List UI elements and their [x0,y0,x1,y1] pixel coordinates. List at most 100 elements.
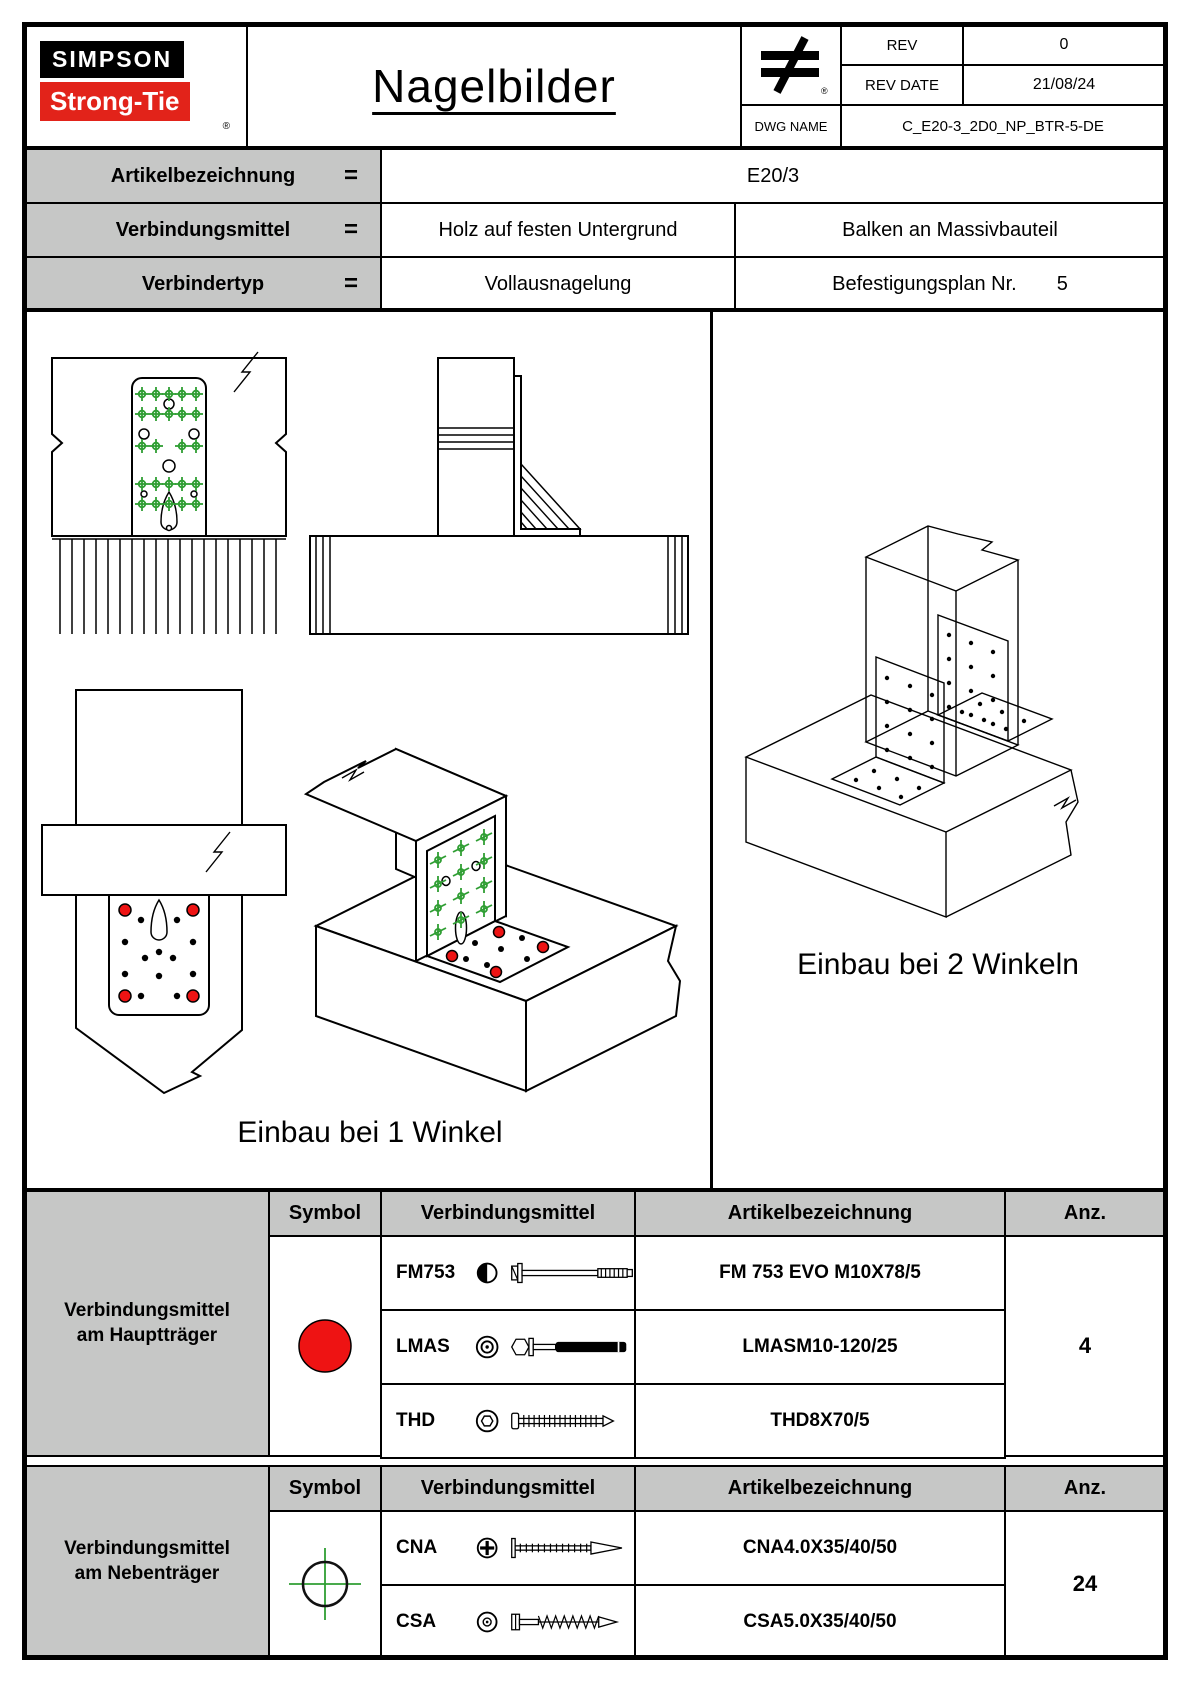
neben-header-article: Artikelbezeichnung [634,1465,1006,1512]
symbol-cell: ® [740,24,842,106]
drawing-panel-divider [710,310,713,1190]
haupt-header-article: Artikelbezeichnung [634,1190,1006,1237]
neben-group-label: Verbindungsmittel am Nebenträger [64,1537,230,1584]
rev-date-value: 21/08/24 [1032,76,1096,93]
haupt-qty-value: 4 [1078,1333,1092,1358]
fastening-plan-number: 5 [1056,272,1068,295]
cna-nail-icon [511,1537,623,1559]
flange-holes [463,935,530,968]
spec-row3-equals: = [343,270,358,297]
fm753-bolt-icon [511,1262,633,1284]
neben-symbol-cell [268,1510,382,1658]
spec-row3-right-cell: Befestigungsplan Nr. 5 [734,256,1166,312]
fm753-head-icon [476,1262,498,1284]
red-anchor-symbol-icon [298,1319,352,1373]
bracket-plate [426,814,496,958]
crossing-beam [41,824,287,896]
spec-row3-label-cell: Verbindertyp = [24,256,382,312]
post-section [437,357,515,537]
dwg-name-value-cell: C_E20-3_2D0_NP_BTR-5-DE [840,104,1166,148]
drawing-table-separator [24,1188,1166,1191]
beam-top-face [303,747,509,843]
lmas-anchor-icon [510,1337,627,1357]
concrete-right-face [525,924,682,1093]
ledge-top-face [744,694,1073,833]
csa-screw-icon [511,1613,620,1631]
break-symbol [1053,796,1077,810]
article-cell-thd: THD8X70/5 [634,1383,1006,1459]
dwg-name-value: C_E20-3_2D0_NP_BTR-5-DE [902,117,1104,135]
side-view-drawing [309,357,689,635]
neben-qty-value: 24 [1072,1571,1098,1596]
registered-mark: ® [222,120,230,132]
article-cell-csa: CSA5.0X35/40/50 [634,1584,1006,1660]
neben-header-qty: Anz. [1004,1465,1166,1512]
iso-one-bracket-drawing [303,747,682,1093]
haupt-symbol-cell [268,1235,382,1457]
bracket-b-flange [936,692,1054,742]
iso-two-brackets-drawing [744,525,1079,919]
fastener-row-thd: THD [380,1383,636,1459]
gusset [520,462,582,530]
rev-date-label-cell: REV DATE [840,64,964,106]
dwg-name-label-cell: DWG NAME [740,104,842,148]
beam-top-section [864,525,1020,592]
connection-context-value: Balken an Massivbauteil [842,218,1058,241]
haupt-group-cell: Verbindungsmittel am Hauptträger [24,1190,270,1457]
spec-row2-left-cell: Holz auf festen Untergrund [380,202,736,258]
spec-row2-equals: = [343,216,358,243]
green-nail-symbol-icon [289,1548,361,1620]
connector-type-value: Vollausnagelung [484,272,632,295]
thd-head-icon [475,1409,499,1433]
rev-date-value-cell: 21/08/24 [962,64,1166,106]
article-cell-lmas: LMASM10-120/25 [634,1309,1006,1385]
not-equal-logo-icon: ® [761,36,828,96]
neben-group-cell: Verbindungsmittel am Nebenträger [24,1465,270,1658]
caption-two-brackets: Einbau bei 2 Winkeln [797,948,1079,981]
spec-row1-equals: = [343,162,358,189]
neben-header-symbol: Symbol [268,1465,382,1512]
lmas-head-icon [475,1335,499,1359]
fastening-type-value: Holz auf festen Untergrund [438,218,678,241]
fastener-row-fm753: FM753 [380,1235,636,1311]
spec-row3-left-cell: Vollausnagelung [380,256,736,312]
svg-text:®: ® [821,86,828,96]
spec-row1-label-cell: Artikelbezeichnung = [24,148,382,204]
spec-row1-label: Artikelbezeichnung [110,164,296,187]
nail-holes [121,916,197,1000]
fastener-row-csa: CSA [380,1584,636,1660]
haupt-header-qty: Anz. [1004,1190,1166,1237]
rev-value-cell: 0 [962,24,1166,66]
haupt-qty-cell: 4 [1004,1235,1166,1457]
rev-label: REV [886,36,918,54]
bottom-view-drawing [41,689,287,1095]
bracket-profile [514,375,581,536]
haupt-header-symbol: Symbol [268,1190,382,1237]
fastening-plan-label: Befestigungsplan Nr. [832,272,1017,295]
ledge-right-face [945,769,1079,918]
rev-value: 0 [1059,36,1069,53]
article-designation-value: E20/3 [746,164,800,187]
article-cell-fm753: FM 753 EVO M10X78/5 [634,1235,1006,1311]
spec-row3-label: Verbindertyp [141,272,265,295]
caption-one-bracket: Einbau bei 1 Winkel [237,1116,503,1149]
break-symbol [205,831,231,873]
red-anchor-symbols [445,925,550,979]
rev-date-label: REV DATE [865,76,939,94]
red-anchor-symbols [118,903,200,1003]
spec-separator [24,308,1166,311]
simpson-logo: SIMPSON [40,40,185,78]
spec-row2-label: Verbindungsmittel [115,218,291,241]
break-symbol [233,351,259,393]
beam-bottom-section [864,710,1020,777]
csa-head-icon [476,1611,498,1633]
thd-screw-icon [511,1412,615,1430]
logo-cell: SIMPSON Strong-Tie ® [24,24,248,148]
front-view-drawing [51,351,287,634]
spec-row2-label-cell: Verbindungsmittel = [24,202,382,258]
rev-label-cell: REV [840,24,964,66]
bracket-a-flange [830,756,946,806]
neben-qty-cell: 24 [1004,1510,1166,1658]
dwg-name-label: DWG NAME [754,118,828,134]
